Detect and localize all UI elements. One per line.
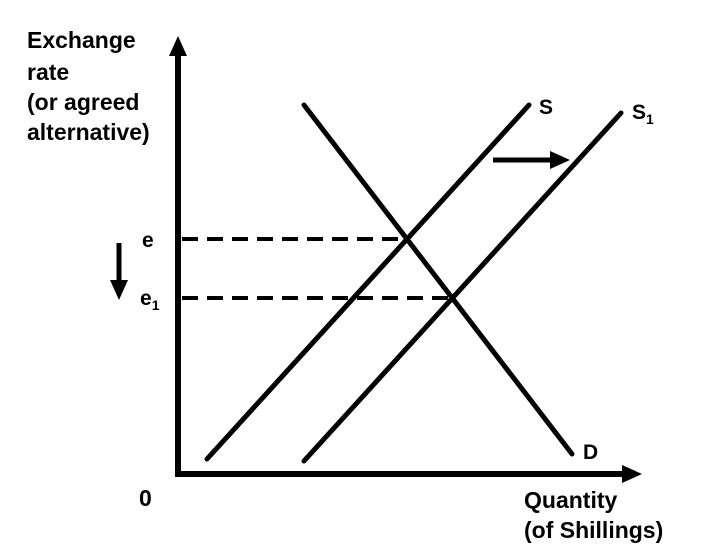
supply-s-label: S — [539, 96, 553, 119]
y-axis-arrowhead — [169, 36, 187, 56]
y-axis-label-line-3: (or agreed — [27, 89, 139, 115]
demand-curve-d — [301, 102, 575, 457]
demand-d-label: D — [583, 441, 598, 464]
price-level-e-label: e — [142, 229, 154, 252]
supply-s1-label: S1 — [632, 101, 654, 127]
y-axis-label-line-4: alternative) — [27, 119, 150, 145]
supply-curve-s1 — [301, 110, 624, 464]
x-axis-label-line-2: (of Shillings) — [524, 517, 663, 543]
rate-fall-arrowhead — [110, 280, 128, 300]
x-axis-arrowhead — [622, 465, 642, 483]
supply-curve-s — [204, 102, 532, 462]
y-axis-label-line-2: rate — [27, 59, 69, 85]
price-level-e1-label: e1 — [140, 287, 160, 313]
x-axis-label-line-1: Quantity — [524, 487, 617, 513]
origin-label: 0 — [139, 485, 152, 511]
y-axis-label-line-1: Exchange — [27, 27, 136, 53]
supply-shift-arrowhead — [550, 151, 570, 169]
